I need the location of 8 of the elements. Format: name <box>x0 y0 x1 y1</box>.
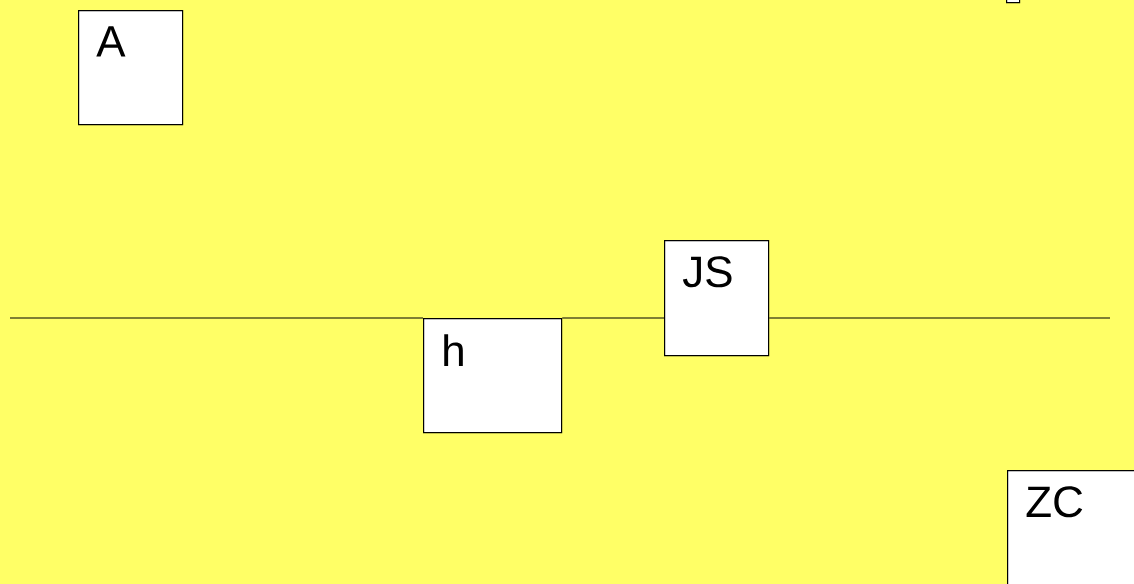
line <box>9 317 424 319</box>
text-box: JS <box>664 240 770 357</box>
line <box>561 317 665 319</box>
line <box>768 317 1111 319</box>
text-box: h <box>423 318 563 434</box>
text-box: A <box>78 10 184 126</box>
text-box: ZC <box>1007 470 1134 584</box>
box <box>1006 0 1021 4</box>
